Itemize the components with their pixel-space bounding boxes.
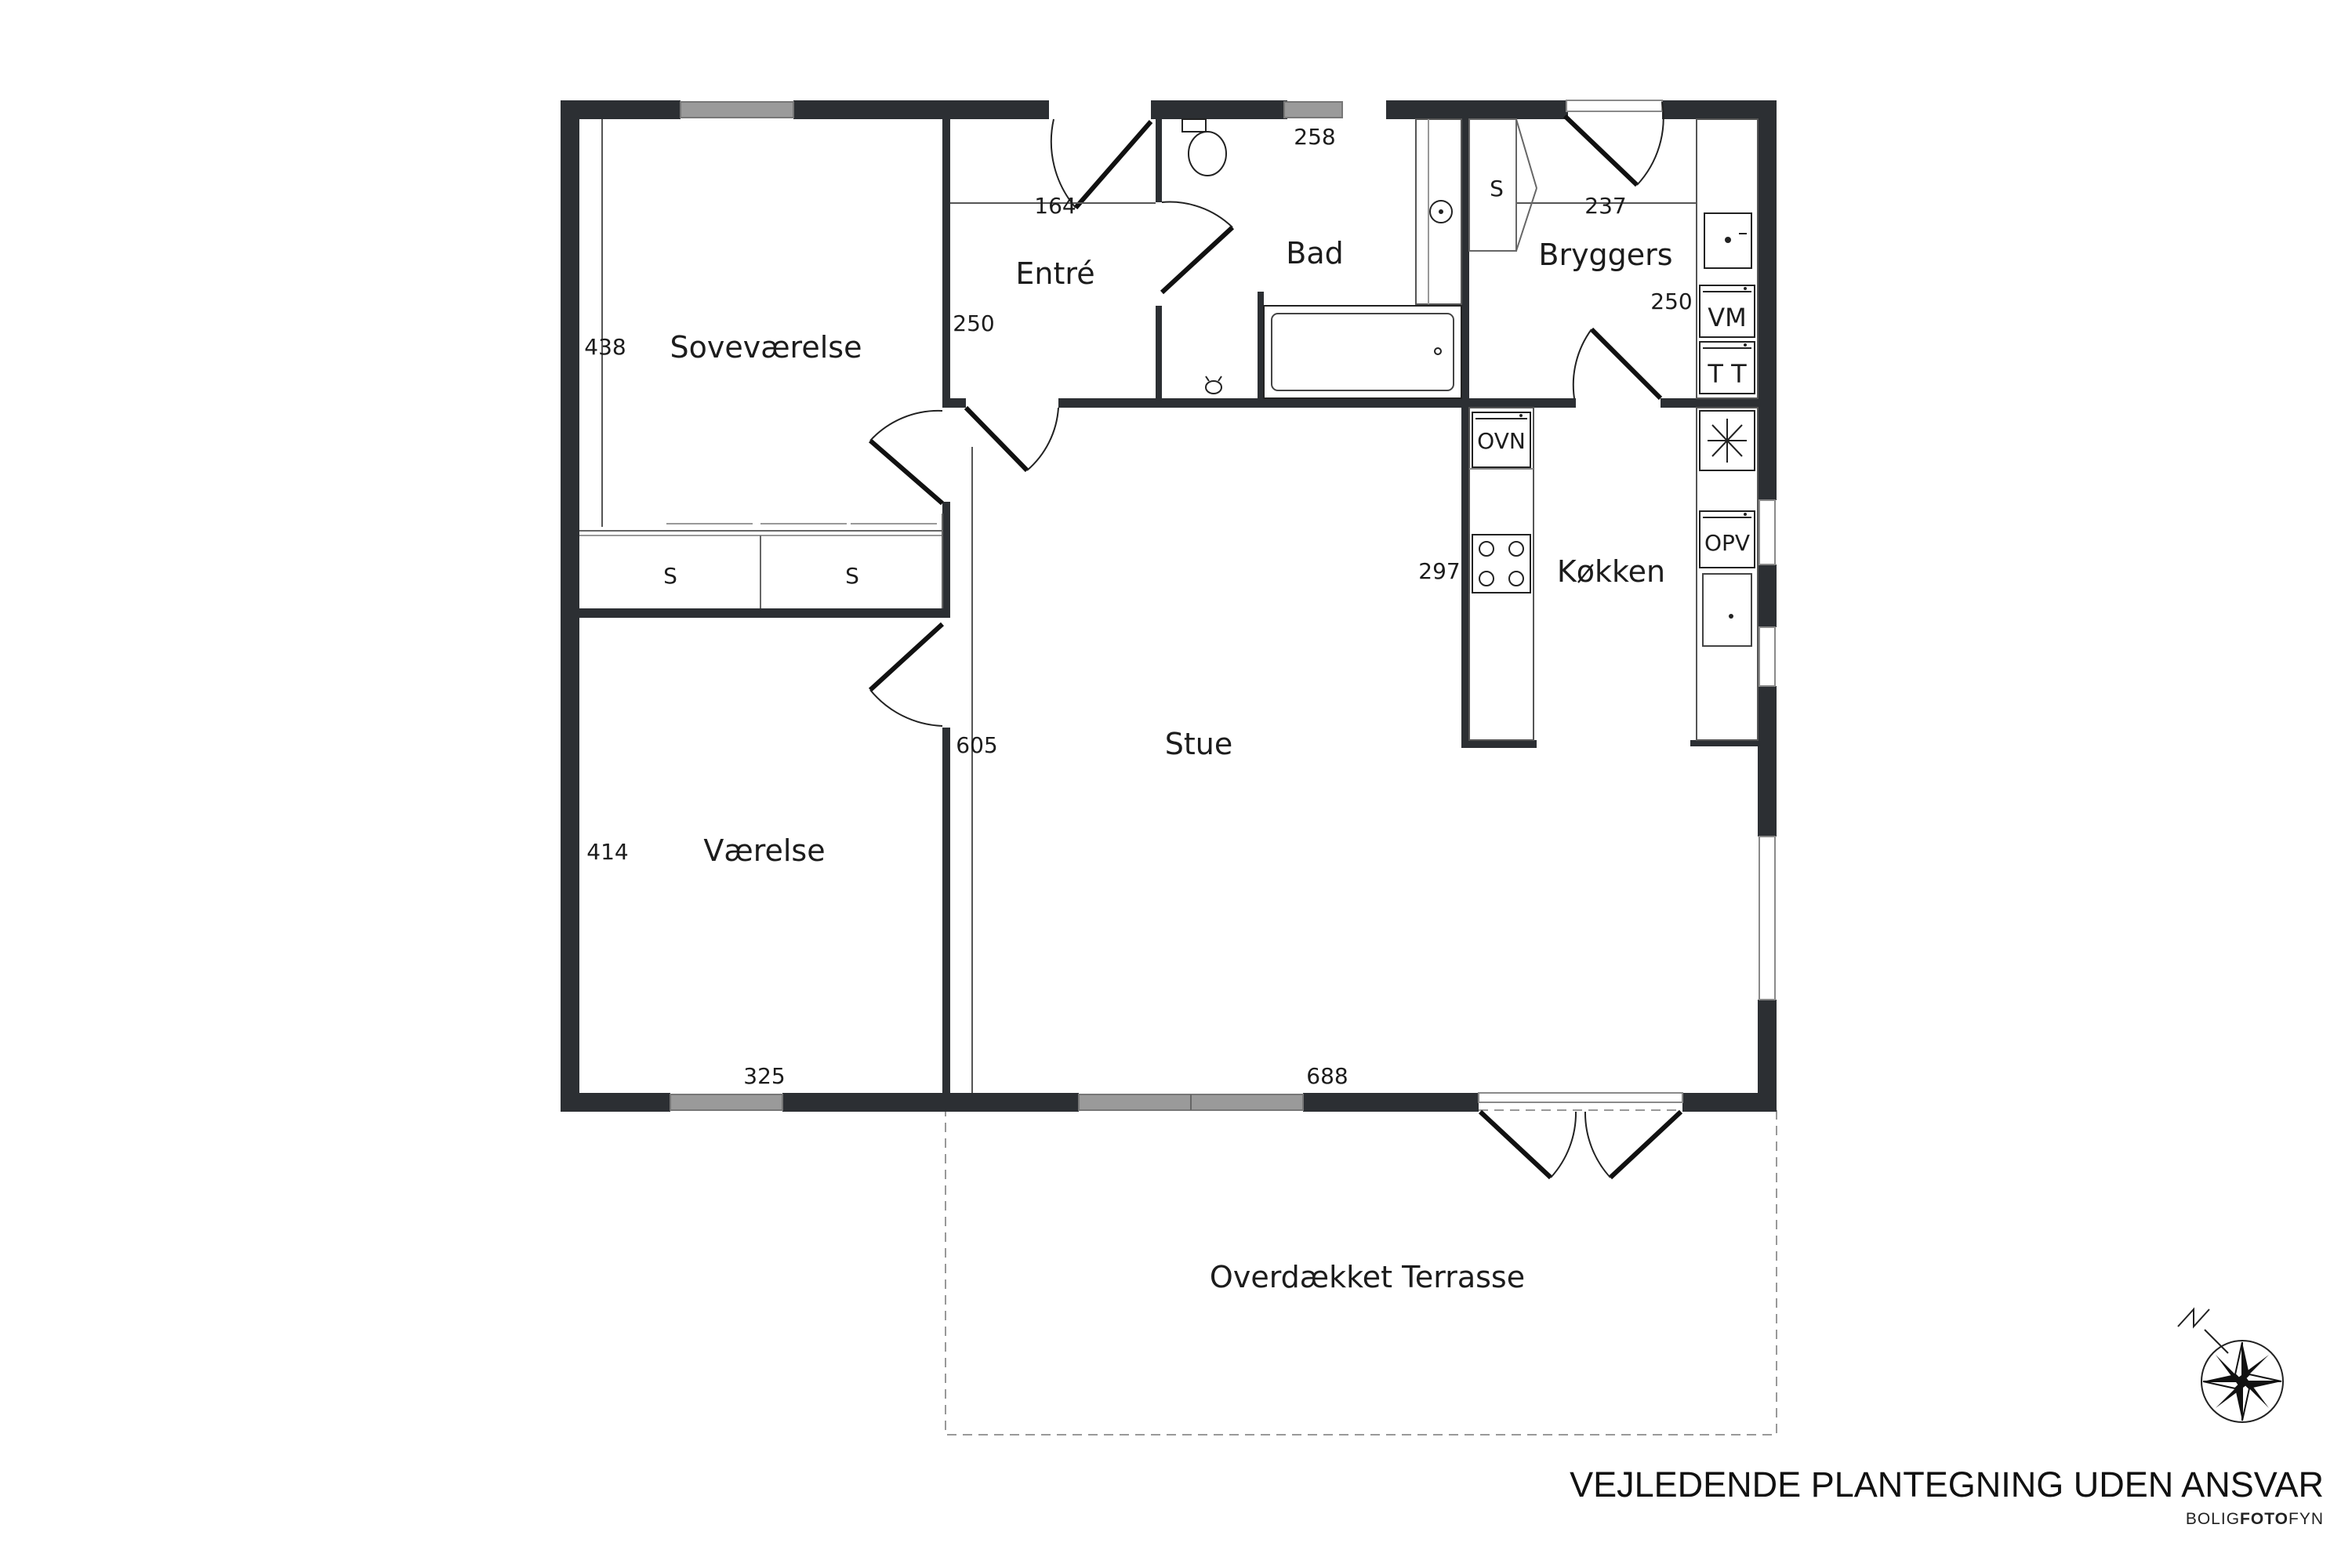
sink-icon: [1704, 212, 1752, 269]
dim-stue-height: 605: [956, 732, 997, 758]
interior-walls: [579, 116, 1759, 1093]
kitchen-sink-icon: [1702, 573, 1752, 647]
tumble-dryer: T T: [1699, 341, 1755, 394]
brand-logo: BOLIGFOTOFYN: [0, 1510, 2352, 1529]
bathroom-counter: [1415, 118, 1462, 305]
shower-drain-icon: [1205, 376, 1222, 394]
closet-label-bryggers: S: [1490, 176, 1504, 201]
dim-bryggers-width: 237: [1584, 193, 1626, 219]
snowflake-icon: [1699, 410, 1755, 471]
dimension-labels: 438 164 250 258 237 250 297 605 414 325 …: [584, 124, 1692, 1089]
compass-rose-icon: [2177, 1307, 2284, 1423]
room-label-terrasse: Overdækket Terrasse: [1210, 1260, 1525, 1294]
doors: [868, 101, 1683, 1180]
closet-label-right: S: [845, 563, 859, 589]
disclaimer-text: VEJLEDENDE PLANTEGNING UDEN ANSVAR: [1570, 1465, 2324, 1504]
washing-machine-label: VM: [1708, 303, 1747, 332]
dim-kokken-height: 297: [1418, 558, 1460, 584]
stove-icon: [1472, 534, 1531, 593]
closet-label-left: S: [663, 563, 677, 589]
brand-prefix: BOLIG: [2185, 1510, 2241, 1528]
washing-machine: VM: [1699, 285, 1755, 338]
dim-entre-width: 164: [1034, 193, 1076, 219]
outer-walls: [561, 100, 1777, 1112]
room-label-vaerelse: Værelse: [703, 833, 825, 868]
room-label-bryggers: Bryggers: [1538, 238, 1672, 272]
room-label-sovevaerelse: Soveværelse: [670, 330, 862, 365]
windows: [670, 100, 1776, 1111]
closet-labels: S S S: [663, 176, 1504, 589]
oven: OVN: [1472, 412, 1531, 468]
brand-bold: FOTO: [2240, 1510, 2288, 1528]
dishwasher: OPV: [1699, 510, 1755, 568]
dim-sovevaerelse-height: 438: [584, 334, 626, 360]
brand-suffix: FYN: [2288, 1510, 2324, 1528]
dim-bad-width: 258: [1294, 124, 1335, 150]
room-label-kokken: Køkken: [1557, 554, 1665, 589]
wardrobe: [579, 514, 943, 608]
room-labels: Soveværelse Entré Bad Bryggers Stue Køkk…: [670, 236, 1673, 1294]
dim-vaerelse-width: 325: [743, 1063, 785, 1089]
bryggers-closet: [1468, 118, 1537, 252]
dim-stue-width: 688: [1306, 1063, 1348, 1089]
room-label-entre: Entré: [1015, 256, 1094, 291]
oven-label: OVN: [1477, 428, 1526, 454]
bathtub-icon: [1263, 305, 1462, 399]
dim-bryggers-height: 250: [1650, 289, 1692, 314]
dim-vaerelse-height: 414: [586, 839, 628, 865]
dishwasher-label: OPV: [1704, 530, 1750, 556]
dim-entre-height: 250: [953, 310, 994, 336]
room-label-bad: Bad: [1286, 236, 1343, 270]
toilet-icon: [1181, 118, 1227, 176]
tumble-dryer-label: T T: [1707, 359, 1747, 389]
room-label-stue: Stue: [1165, 727, 1232, 761]
